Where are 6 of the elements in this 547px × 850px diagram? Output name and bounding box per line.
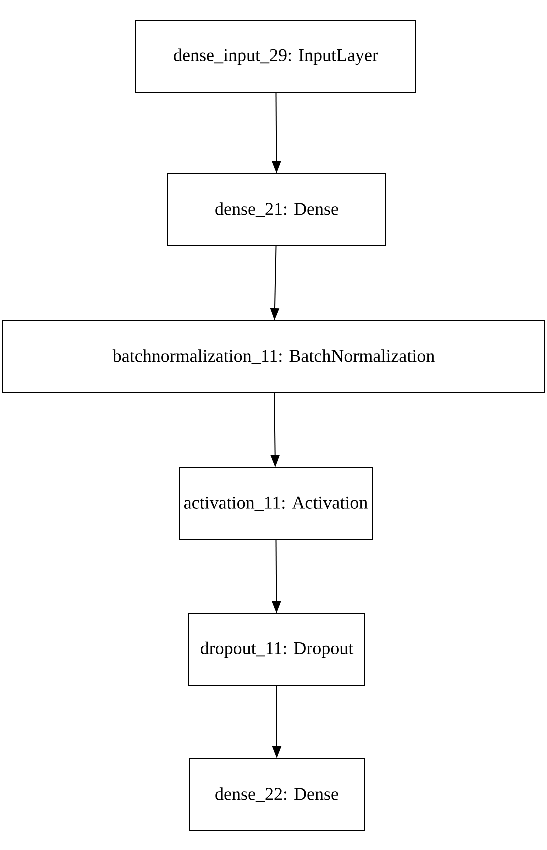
layer-box: dropout_11: Dropout <box>188 614 366 686</box>
layer-box: activation_11: Activation <box>179 468 373 540</box>
layer-box: dense_input_29: InputLayer <box>136 20 416 94</box>
layer-box: dense_21: Dense <box>168 174 386 246</box>
layer-box: dense_22: Dense <box>189 758 365 832</box>
layer-box: batchnormalization_11: BatchNormalization <box>2 320 546 394</box>
